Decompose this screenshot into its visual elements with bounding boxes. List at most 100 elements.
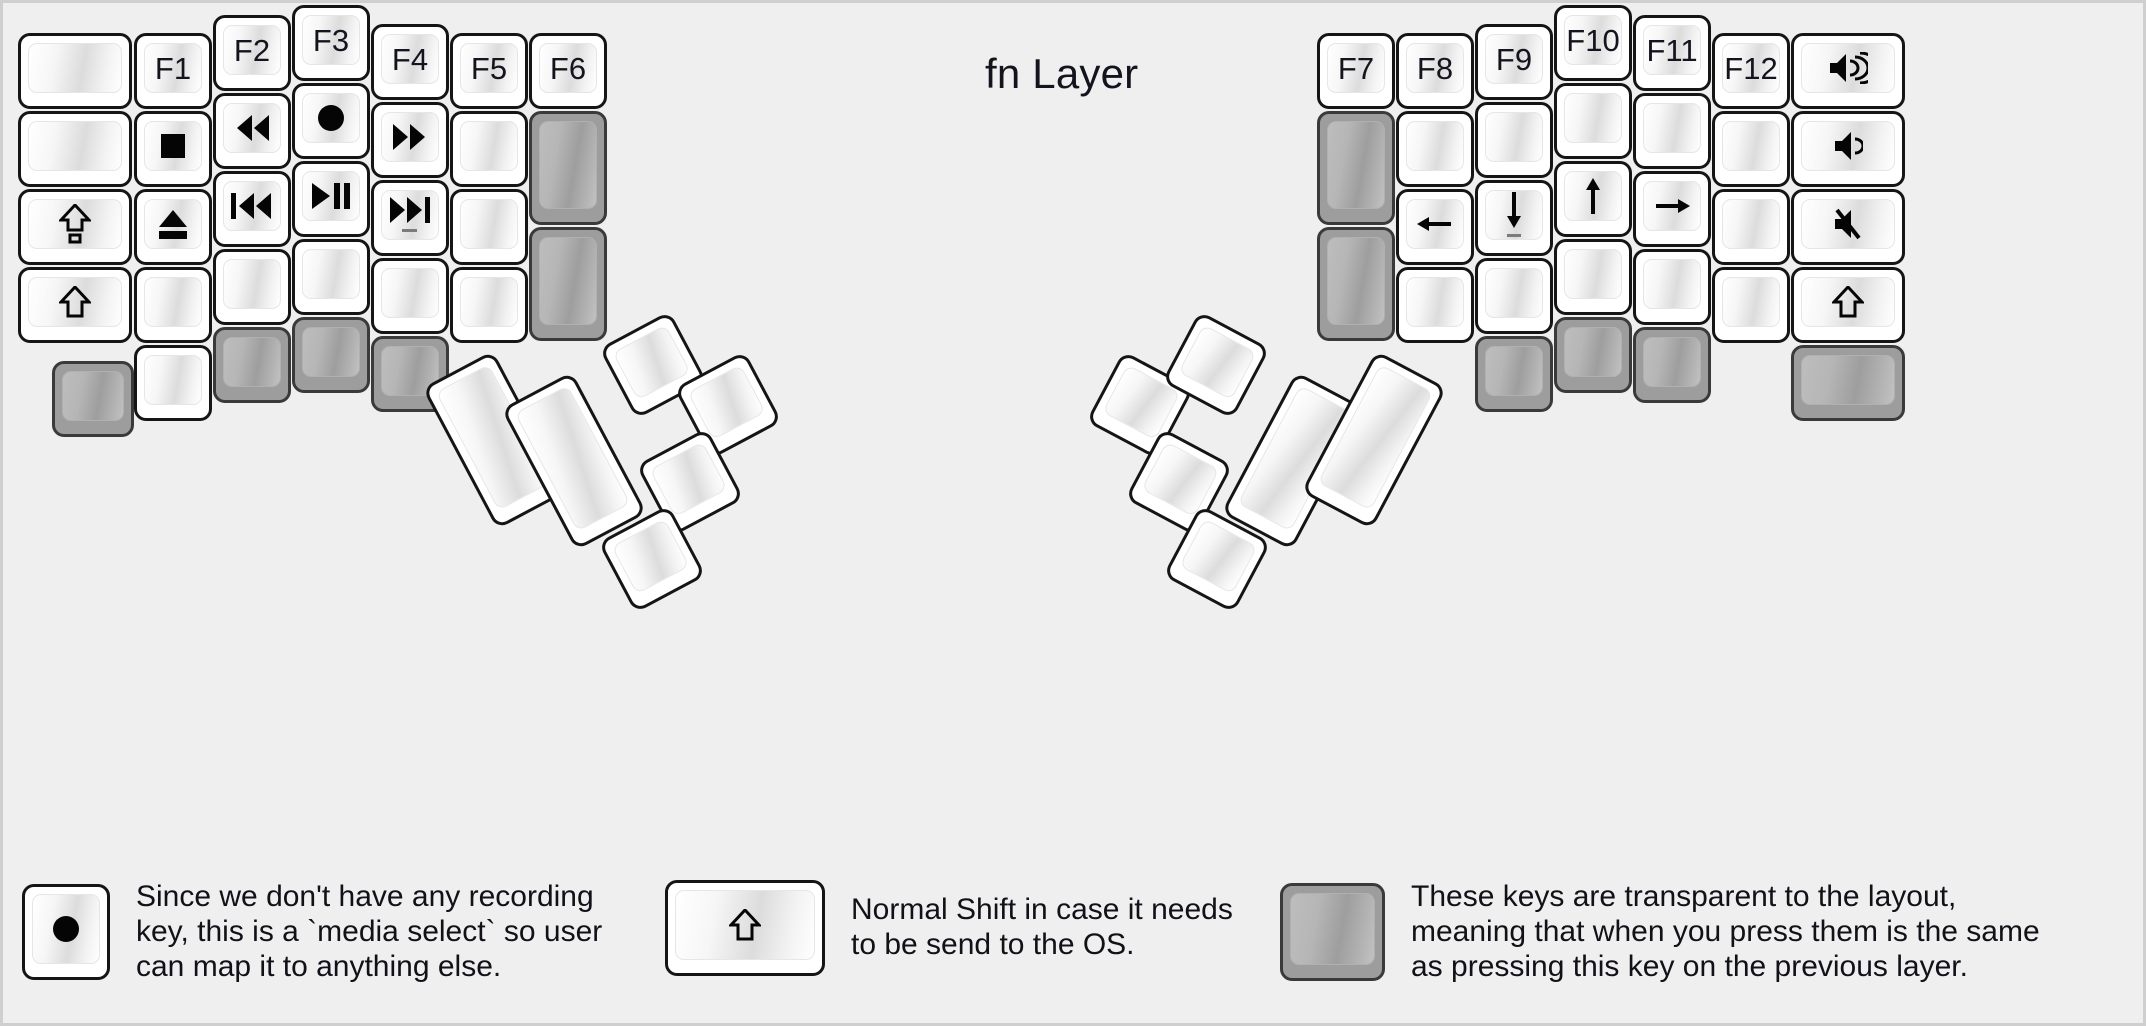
key-label: F5 [470, 50, 508, 86]
left-col-index-key-2[interactable] [371, 180, 449, 256]
left-col-pinky-key-2[interactable] [134, 189, 212, 265]
left-col-index-inner-key-0[interactable]: F5 [450, 33, 528, 109]
keycap-top: F9 [1485, 34, 1543, 84]
keycap-top [1643, 337, 1701, 387]
left-col-index-inner-key-1[interactable] [450, 111, 528, 187]
right-col-index-r-key-1[interactable] [1396, 111, 1474, 187]
keycap-top [1722, 121, 1780, 171]
keycap-top [1801, 277, 1895, 327]
right-col-outer-r-key-3[interactable] [1791, 267, 1905, 343]
keycap-top: F7 [1327, 43, 1385, 93]
keycap-top [460, 199, 518, 249]
left-col-pinky-key-1[interactable] [134, 111, 212, 187]
right-col-ring-r-key-3[interactable] [1554, 239, 1632, 315]
left-col-pinky-outer-key-1[interactable] [18, 111, 132, 187]
left-col-middle-key-1[interactable] [292, 83, 370, 159]
keycap-top [460, 121, 518, 171]
right-col-middle-r-key-4[interactable] [1475, 336, 1553, 412]
keycap-top [1178, 324, 1257, 401]
legend-item-1: Normal Shift in case it needs to be send… [665, 880, 1233, 976]
right-col-pinky-outer-r-key-3[interactable] [1712, 267, 1790, 343]
legend-text-1: Normal Shift in case it needs to be send… [851, 893, 1233, 961]
right-col-outer-r-key-2[interactable] [1791, 189, 1905, 265]
left-col-ring-key-0[interactable]: F2 [213, 15, 291, 91]
left-col-index-key-3[interactable] [371, 258, 449, 334]
right-col-index-inner-r-key-2[interactable] [1317, 227, 1395, 341]
left-col-inner-key-0[interactable]: F6 [529, 33, 607, 109]
legend-key-1[interactable] [665, 880, 825, 976]
right-col-pinky-outer-r-key-1[interactable] [1712, 111, 1790, 187]
stop-icon [159, 132, 187, 160]
right-col-middle-r-key-3[interactable] [1475, 258, 1553, 334]
left-col-index-key-1[interactable] [371, 102, 449, 178]
keycap-top [1564, 249, 1622, 299]
right-col-outer-r-key-4[interactable] [1791, 345, 1905, 421]
keycap-top [302, 171, 360, 221]
left-col-pinky-key-extra[interactable] [52, 361, 134, 437]
right-col-ring-r-key-0[interactable]: F10 [1554, 5, 1632, 81]
key-label: F12 [1724, 50, 1778, 86]
left-col-pinky-key-0[interactable]: F1 [134, 33, 212, 109]
keycap-top [1643, 103, 1701, 153]
right-col-pinky-r-key-0[interactable]: F11 [1633, 15, 1711, 91]
right-col-ring-r-key-1[interactable] [1554, 83, 1632, 159]
keycap-top [1643, 181, 1701, 231]
left-col-ring-key-4[interactable] [213, 327, 291, 403]
keycap-top [539, 237, 597, 325]
right-col-ring-r-key-2[interactable] [1554, 161, 1632, 237]
left-col-pinky-outer-key-0[interactable] [18, 33, 132, 109]
legend-key-0[interactable] [22, 884, 110, 981]
left-col-ring-key-1[interactable] [213, 93, 291, 169]
right-col-index-r-key-3[interactable] [1396, 267, 1474, 343]
right-col-ring-r-key-4[interactable] [1554, 317, 1632, 393]
keycap-top [1801, 199, 1895, 249]
right-col-pinky-outer-r-key-2[interactable] [1712, 189, 1790, 265]
key-label: F9 [1495, 41, 1533, 77]
left-col-ring-key-2[interactable] [213, 171, 291, 247]
left-col-index-key-0[interactable]: F4 [371, 24, 449, 100]
left-col-ring-key-3[interactable] [213, 249, 291, 325]
legend-text-0: Since we don't have any recording key, t… [136, 880, 603, 983]
keycap-top [1327, 121, 1385, 209]
right-col-index-inner-r-key-0[interactable]: F7 [1317, 33, 1395, 109]
keycap-top [1485, 112, 1543, 162]
right-col-middle-r-key-1[interactable] [1475, 102, 1553, 178]
right-col-pinky-outer-r-key-0[interactable]: F12 [1712, 33, 1790, 109]
left-col-pinky-outer-key-3[interactable] [18, 267, 132, 343]
left-col-middle-key-3[interactable] [292, 239, 370, 315]
left-col-index-inner-key-3[interactable] [450, 267, 528, 343]
keycap-top [539, 121, 597, 209]
volume-down-icon [1833, 130, 1863, 162]
fast-forward-icon [391, 123, 429, 151]
keycap-top [144, 199, 202, 249]
right-col-pinky-r-key-3[interactable] [1633, 249, 1711, 325]
left-col-pinky-key-3[interactable] [134, 267, 212, 343]
left-col-middle-key-0[interactable]: F3 [292, 5, 370, 81]
right-col-outer-r-key-0[interactable] [1791, 33, 1905, 109]
left-col-middle-key-4[interactable] [292, 317, 370, 393]
left-col-pinky-outer-key-2[interactable] [18, 189, 132, 265]
left-col-inner-key-1[interactable] [529, 111, 607, 225]
keycap-top [1801, 43, 1895, 93]
legend-keycap-top [1290, 893, 1375, 966]
keycap-top: F1 [144, 43, 202, 93]
left-col-index-inner-key-2[interactable] [450, 189, 528, 265]
keycap-top [28, 277, 122, 327]
keycap-top: F10 [1564, 15, 1622, 65]
right-col-pinky-r-key-2[interactable] [1633, 171, 1711, 247]
right-col-middle-r-key-0[interactable]: F9 [1475, 24, 1553, 100]
right-col-index-inner-r-key-1[interactable] [1317, 111, 1395, 225]
keycap-top [28, 121, 122, 171]
right-col-outer-r-key-1[interactable] [1791, 111, 1905, 187]
left-col-pinky-key-4[interactable] [134, 345, 212, 421]
keycap-top: F4 [381, 34, 439, 84]
right-col-index-r-key-2[interactable] [1396, 189, 1474, 265]
left-col-inner-key-2[interactable] [529, 227, 607, 341]
right-col-pinky-r-key-1[interactable] [1633, 93, 1711, 169]
legend-key-2[interactable] [1280, 883, 1385, 982]
right-col-pinky-r-key-4[interactable] [1633, 327, 1711, 403]
left-col-middle-key-2[interactable] [292, 161, 370, 237]
right-col-index-r-key-0[interactable]: F8 [1396, 33, 1474, 109]
record-icon [316, 103, 346, 133]
right-col-middle-r-key-2[interactable] [1475, 180, 1553, 256]
